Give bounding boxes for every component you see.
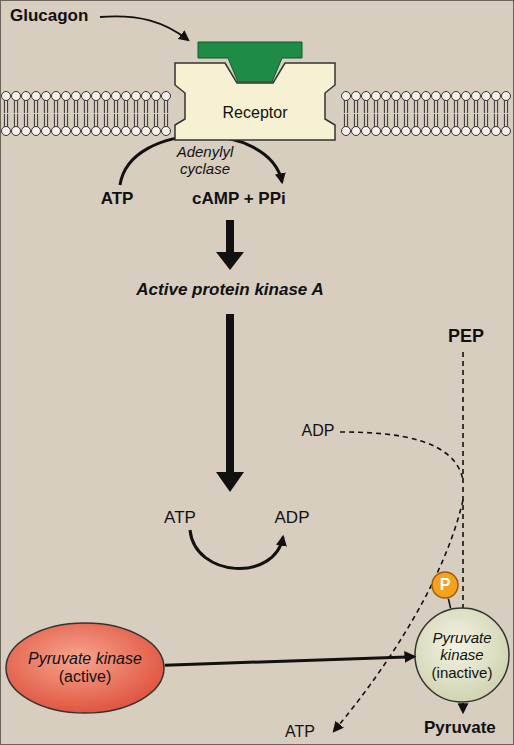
block-arrow [216,314,244,492]
molecule-label: ATP [82,189,152,209]
lipid [492,92,501,136]
node-text: Receptor [223,104,288,122]
phosphorylation-arc [190,530,283,568]
lipid [82,92,91,136]
bond-line [448,599,450,609]
substrate-label: PEP [431,326,501,347]
lipid [472,92,481,136]
lipid [132,92,141,136]
molecule-label: ATP [150,508,210,528]
lipid [432,92,441,136]
enzyme-circle: Pyruvate kinase(inactive) [414,607,510,703]
node-text-box: Receptor [175,55,335,140]
lipid [92,92,101,136]
dashed-reaction-line [340,432,463,480]
conversion-arrow [165,657,414,666]
phosphate-circle: P [431,571,459,599]
node-text: (active) [59,668,111,686]
lipid [382,92,391,136]
node-text: Pyruvate kinase [420,629,504,664]
lipid [112,92,121,136]
receptor-box: Receptor [175,55,335,140]
lipid [42,92,51,136]
block-arrow [216,220,244,270]
lipid [122,92,131,136]
lipid [372,92,381,136]
lipid [342,92,351,136]
lipid [482,92,491,136]
node-text-box: Pyruvate kinase(active) [5,622,165,714]
enzyme-label: Active protein kinase A [60,280,400,300]
lipid [402,92,411,136]
lipid [32,92,41,136]
lipid [362,92,371,136]
lipid [502,92,511,136]
lipid [412,92,421,136]
lipid [162,92,171,136]
lipid [452,92,461,136]
lipid [442,92,451,136]
lipid [422,92,431,136]
lipid [72,92,81,136]
molecule-label: cAMP + PPi [192,189,322,209]
lipid [462,92,471,136]
molecule-label: ADP [262,508,322,528]
enzyme-ellipse: Pyruvate kinase(active) [5,622,165,714]
lipid [152,92,161,136]
product-label: Pyruvate [424,718,514,738]
node-outline [175,55,335,140]
lipid [52,92,61,136]
hormone-label: Glucagon [10,6,130,26]
lipid [62,92,71,136]
lipid [102,92,111,136]
lipid [142,92,151,136]
molecule-label: ATP [270,723,330,741]
node-text-box: Pyruvate kinase(inactive) [414,607,510,703]
molecule-label: ADP [290,422,346,440]
node-text: (inactive) [432,664,493,681]
lipid [22,92,31,136]
lipid [12,92,21,136]
glucagon-arrow [100,16,188,40]
node-text-box: P [431,571,459,599]
adenylyl-cyclase-arc [120,136,282,185]
node-text: Pyruvate kinase [28,650,142,668]
lipid [2,92,11,136]
node-text: P [440,576,451,594]
lipid [392,92,401,136]
enzyme-label: Adenylyl cyclase [158,143,252,178]
lipid [352,92,361,136]
